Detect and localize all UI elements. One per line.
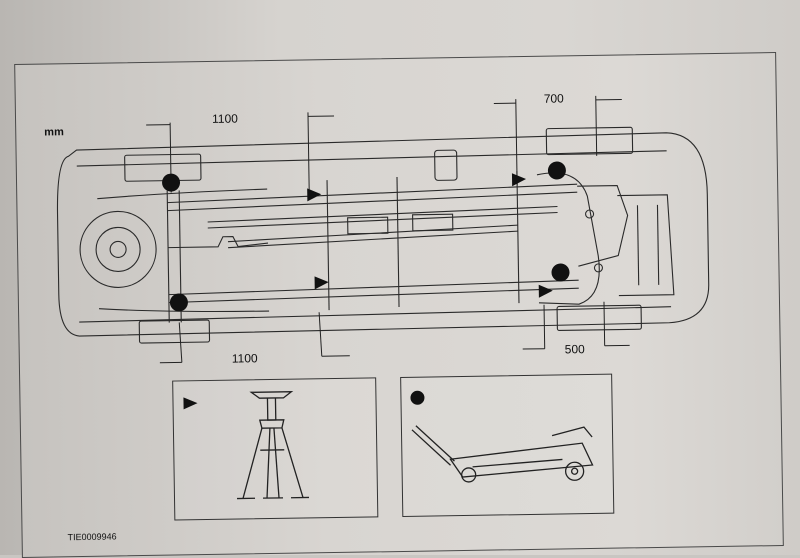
dimension-rear-top: 1100 [212, 112, 238, 126]
circle-icon [410, 391, 424, 405]
figure-id: TIE0009946 [68, 531, 117, 542]
vehicle-underbody-diagram [15, 53, 783, 557]
triangle-icon [183, 397, 197, 409]
jack-stand-illustration [173, 378, 377, 519]
jack-stand-inset [172, 377, 378, 520]
dimension-front-bottom: 500 [565, 342, 585, 356]
diagram-frame: mm [14, 52, 784, 558]
dimension-rear-bottom: 1100 [232, 351, 258, 365]
floor-jack-illustration [401, 375, 613, 516]
floor-jack-inset [400, 374, 614, 517]
dimension-front-top: 700 [544, 91, 564, 105]
